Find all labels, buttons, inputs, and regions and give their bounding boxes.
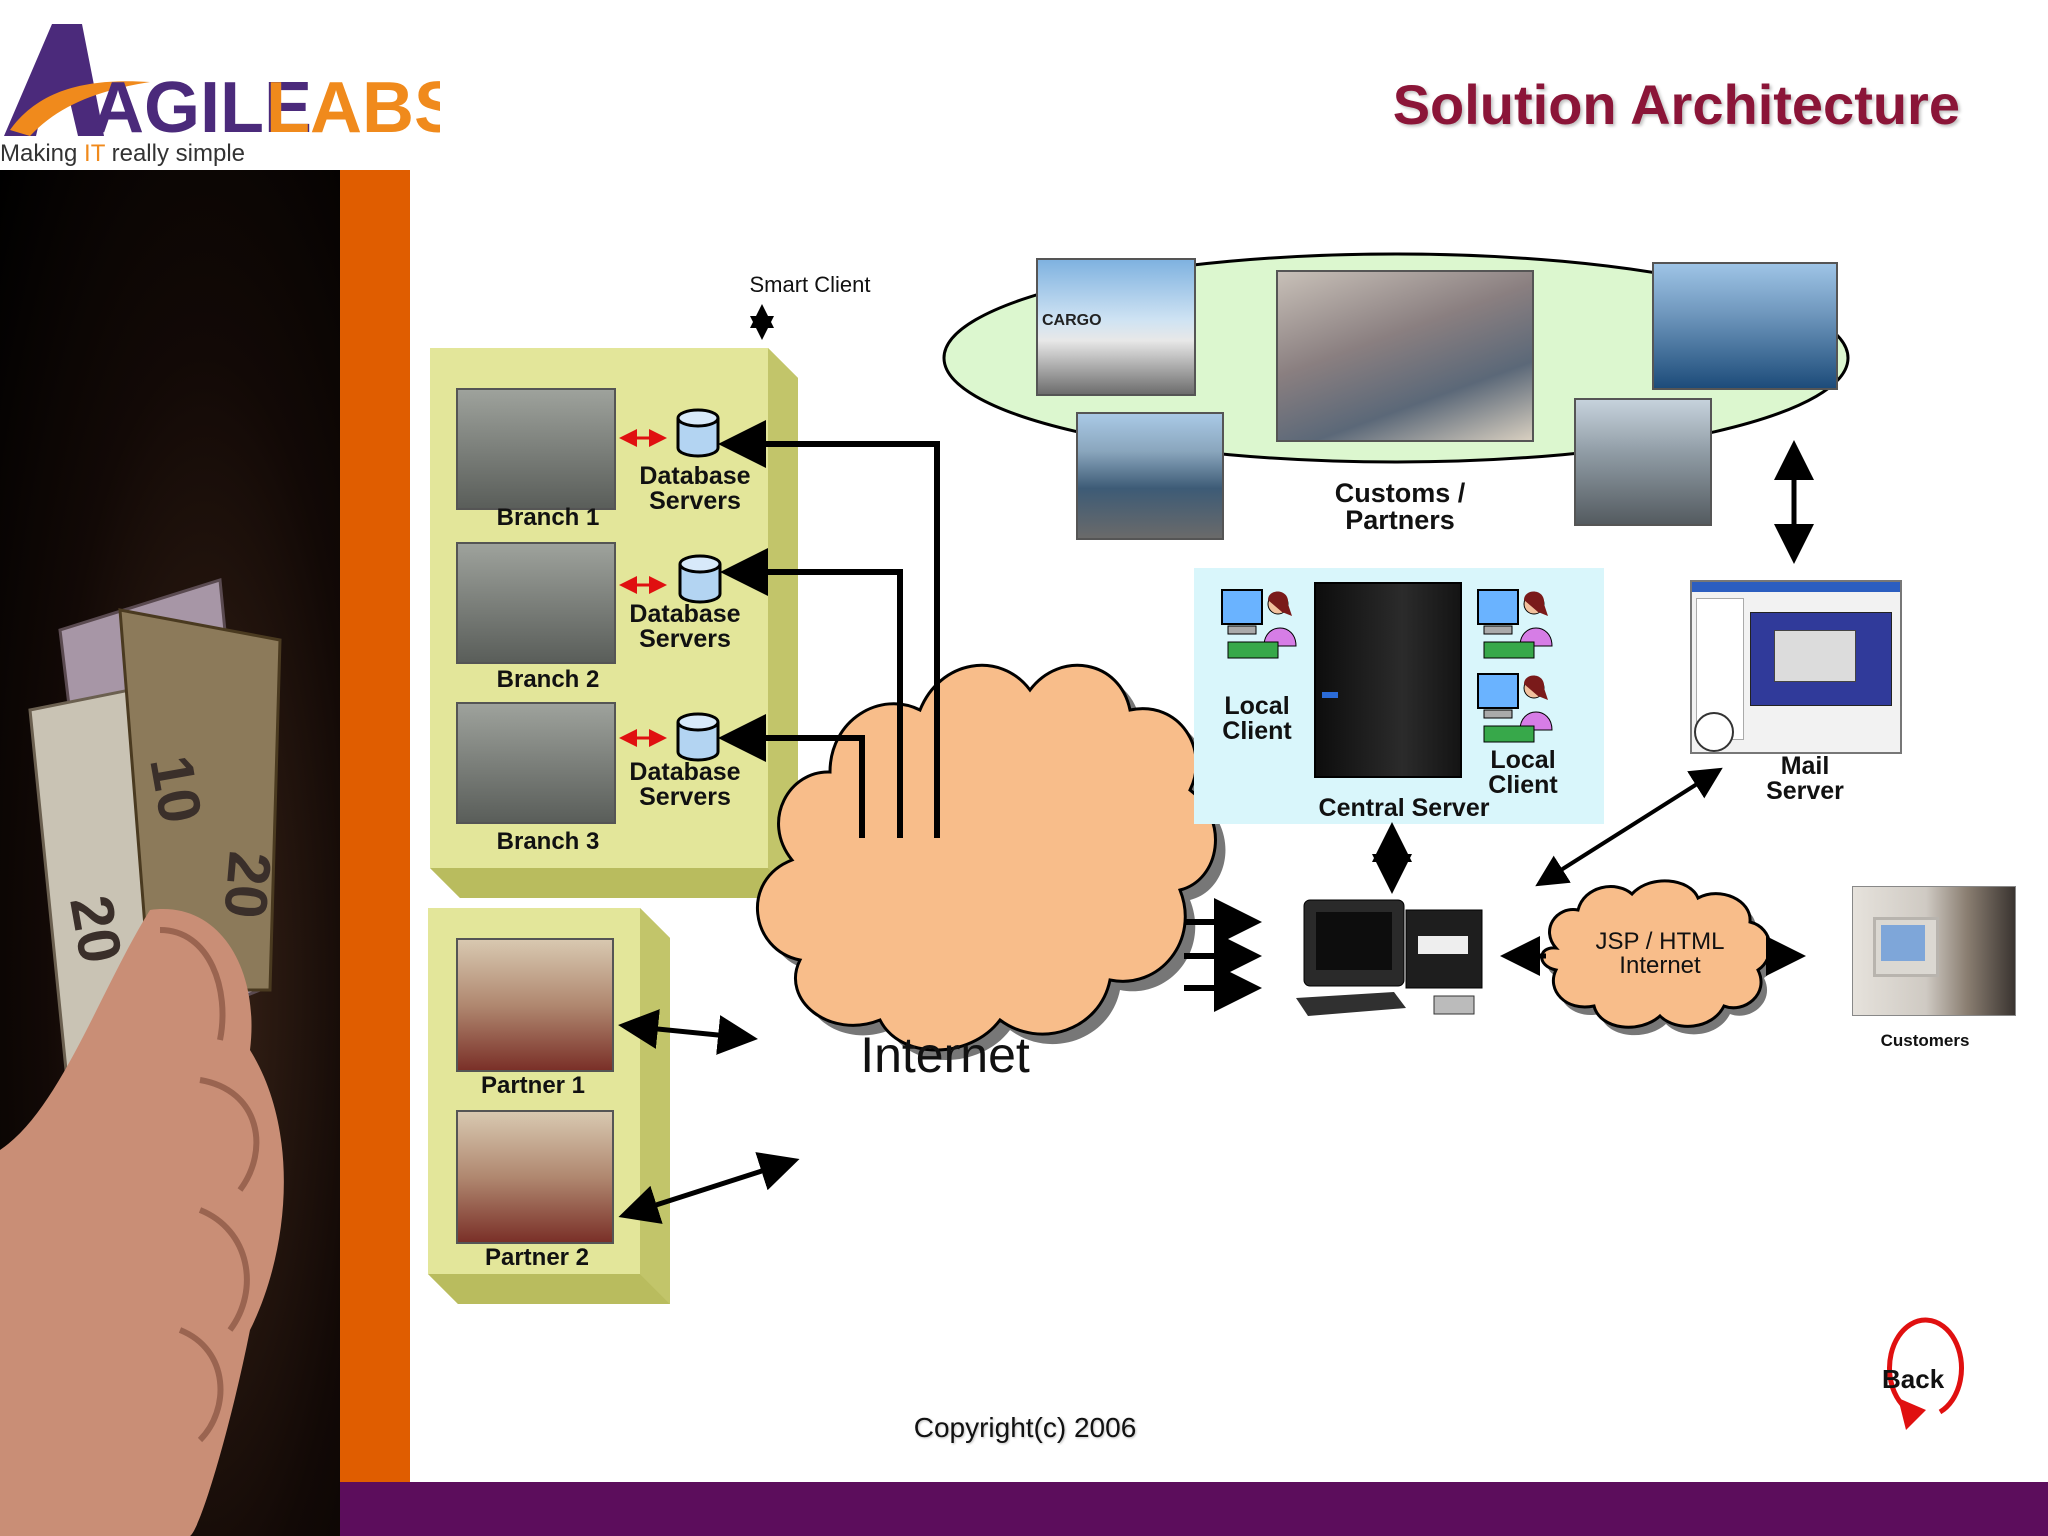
- branch3-link: [718, 714, 865, 838]
- database-icon: [676, 712, 720, 762]
- partner1-link: [618, 1009, 758, 1055]
- truck-highway-photo: [1574, 398, 1712, 526]
- customers-label: Customers: [1880, 1031, 1970, 1050]
- partner-2-label: Partner 2: [484, 1244, 590, 1271]
- orange-bar: [340, 170, 410, 1536]
- logo-tagline-it: IT: [84, 140, 106, 167]
- internet-cloud: [756, 663, 1226, 1060]
- internet-label: Internet: [860, 1027, 1030, 1083]
- svg-text:20: 20: [57, 891, 135, 968]
- cargo-plane-photo: CARGO: [1036, 258, 1196, 396]
- svg-text:10: 10: [137, 751, 215, 828]
- customs-partners-label: Customs /Partners: [1334, 478, 1466, 535]
- copyright-text: Copyright(c) 2006: [913, 1412, 1137, 1443]
- smart-client-label: Smart Client: [749, 272, 871, 297]
- customer-photo: [1852, 886, 2016, 1016]
- footer-bar: [340, 1482, 2048, 1536]
- back-link[interactable]: Back: [1882, 1364, 1945, 1394]
- logo-tagline-pre: Making: [0, 140, 84, 167]
- desktop-mail-arrow: [1535, 767, 1723, 887]
- branch2-link: [720, 548, 903, 838]
- branch1-link: [718, 420, 940, 838]
- page-title: Solution Architecture: [1392, 73, 1960, 136]
- jsp-cloud: [1540, 879, 1776, 1036]
- central-server-label: Central Server: [1318, 794, 1490, 822]
- branch-1-photo: [456, 388, 616, 510]
- logo: AGILE LABS Making IT really simple: [0, 18, 462, 168]
- partner-1-photo: [456, 938, 614, 1072]
- desktop-computer-icon: [1294, 896, 1498, 1020]
- partner2-link: [618, 1152, 800, 1224]
- back-icon[interactable]: [1887, 1317, 1964, 1430]
- branch-3-photo: [456, 702, 616, 824]
- container-train-photo: [1076, 412, 1224, 540]
- logo-agile-text: AGILE: [92, 68, 312, 148]
- customs-office-photo: [1276, 270, 1534, 442]
- logo-labs-text: LABS: [266, 68, 440, 148]
- cargo-label: CARGO: [1042, 312, 1102, 329]
- local-client-icon: [1220, 586, 1300, 662]
- central-server-icon: [1314, 582, 1462, 778]
- branch-2-photo: [456, 542, 616, 664]
- svg-text:20: 20: [211, 849, 284, 921]
- money-hand-photo: 10 20 20: [0, 170, 340, 1536]
- partner-1-label: Partner 1: [480, 1072, 586, 1099]
- local-client-icon: [1476, 670, 1556, 746]
- logo-tagline-post: really simple: [105, 140, 245, 167]
- branch-2-label: Branch 2: [496, 666, 600, 693]
- database-icon: [678, 554, 722, 604]
- svg-text:Making IT really simple: Making IT really simple: [0, 140, 245, 167]
- branch-3-label: Branch 3: [496, 828, 600, 855]
- mail-server-screenshot: [1690, 580, 1902, 754]
- local-client-icon: [1476, 586, 1556, 662]
- branch-1-label: Branch 1: [496, 504, 600, 531]
- database-icon: [676, 408, 720, 458]
- partner-2-photo: [456, 1110, 614, 1244]
- container-ship-photo: [1652, 262, 1838, 390]
